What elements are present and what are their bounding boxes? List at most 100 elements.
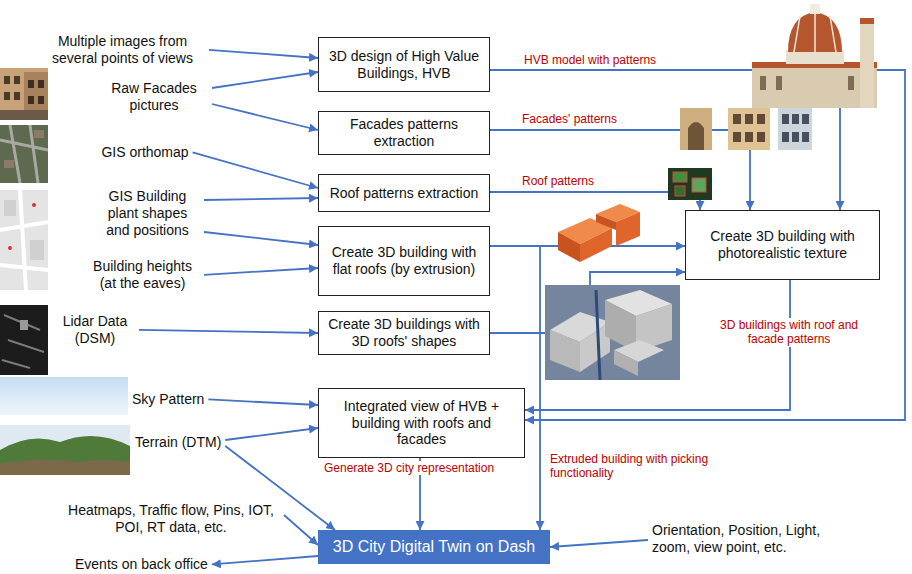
flow-arrow [204, 232, 318, 245]
facade-pattern-images-part [792, 132, 799, 142]
lidar-roofs-image-part [545, 285, 680, 380]
connector-label: Roof patterns [520, 174, 596, 188]
node-text: Create 3D building with photorealistic t… [694, 228, 871, 262]
process-box: 3D design of High Value Buildings, HVB [318, 37, 490, 92]
roof-pattern-image-part [673, 172, 687, 182]
flow-arrow [209, 50, 318, 58]
facade-photo-part [38, 96, 44, 104]
cathedral-model-part [860, 18, 874, 24]
facade-pattern-images-part [688, 122, 704, 150]
node-text: Integrated view of HVB + building with r… [327, 398, 516, 448]
terrain-thumbnail-part [0, 425, 130, 475]
flow-arrow [225, 428, 318, 440]
input-label: Lidar Data (DSM) [55, 313, 135, 347]
flow-arrow [490, 70, 905, 420]
node-text: Terrain (DTM) [135, 434, 221, 451]
facade-pattern-images-part [733, 114, 741, 124]
flow-arrow [550, 540, 648, 547]
input-label: GIS Building plant shapes and positions [95, 188, 200, 239]
cathedral-model-part [848, 76, 854, 90]
facade-photo [0, 68, 48, 120]
output-box: 3D City Digital Twin on Dash [318, 530, 550, 564]
facade-photo-part [0, 68, 48, 120]
node-text: 3D City Digital Twin on Dash [333, 537, 535, 556]
facade-pattern-images-part [782, 132, 789, 142]
building-map-thumbnail-part [0, 190, 48, 290]
facade-photo-part [28, 96, 34, 104]
node-text: Roof patterns extraction [330, 185, 479, 202]
terrain-thumbnail [0, 425, 130, 475]
facade-pattern-images-part [733, 132, 741, 142]
cathedral-model-part [776, 76, 782, 90]
input-label: Terrain (DTM) [135, 433, 235, 451]
roof-pattern-image-part [668, 168, 712, 200]
flow-arrow [284, 515, 318, 545]
connector-label: Facades' patterns [520, 112, 619, 126]
facade-photo-part [38, 80, 44, 88]
node-text: Sky Pattern [132, 391, 204, 408]
connector-label: Extruded building with picking functiona… [548, 452, 737, 481]
sky-pattern-thumbnail-part [0, 377, 128, 415]
lidar-thumbnail-part [0, 305, 48, 375]
connector-label: Generate 3D city representation [322, 461, 496, 475]
cathedral-model-part [810, 4, 820, 14]
roof-pattern-image-part [675, 186, 685, 196]
building-map-thumbnail-part [4, 200, 16, 216]
facade-pattern-images-part [802, 132, 809, 142]
cathedral-model-part [752, 62, 877, 108]
node-text: Events on back office [75, 556, 208, 573]
extruded-buildings-image-part [580, 228, 612, 262]
flow-arrow [212, 72, 318, 88]
facade-pattern-images-part [782, 114, 789, 124]
facade-photo-part [14, 92, 20, 100]
cathedral-model-part [788, 12, 842, 52]
node-text: Raw Facades pictures [100, 80, 208, 114]
flow-arrow [204, 268, 318, 275]
process-box: Create 3D building with photorealistic t… [685, 210, 880, 280]
lidar-roofs-image-part [614, 350, 638, 376]
process-box: Facades patterns extraction [318, 111, 490, 155]
extruded-buildings-image-part [596, 214, 616, 230]
flow-arrow [212, 104, 318, 130]
cathedral-model [752, 4, 877, 108]
facade-pattern-images-part [757, 114, 765, 124]
cathedral-model-part [794, 12, 836, 52]
cathedral-model-part [860, 22, 874, 108]
facade-photo-part [4, 76, 10, 84]
process-box: Roof patterns extraction [318, 174, 490, 212]
lidar-roofs-image-part [550, 330, 580, 372]
facade-pattern-images-part [792, 114, 799, 124]
orthomap-thumbnail [0, 125, 48, 183]
building-map-thumbnail-part [32, 203, 36, 207]
facade-pattern-images-part [728, 108, 770, 150]
terrain-thumbnail-part [0, 436, 130, 475]
node-text: Create 3D buildings with 3D roofs' shape… [327, 316, 481, 350]
sky-pattern-thumbnail [0, 377, 128, 415]
input-label: Heatmaps, Traffic flow, Pins, IOT, POI, … [62, 502, 280, 536]
connector-label: 3D buildings with roof and facade patter… [712, 318, 866, 347]
node-text: Multiple images from several points of v… [40, 33, 205, 67]
flow-arrow [139, 330, 318, 333]
facade-photo-part [0, 110, 48, 120]
input-label: Events on back office [75, 555, 235, 573]
node-text: GIS Building plant shapes and positions [95, 188, 200, 238]
facade-photo-part [28, 80, 34, 88]
building-map-thumbnail-part [8, 246, 12, 250]
facade-pattern-images-part [757, 132, 765, 142]
roof-pattern-image [668, 168, 712, 200]
building-map-thumbnail-part [0, 190, 48, 290]
input-label: Sky Pattern [132, 390, 212, 408]
extruded-buildings-image-part [616, 212, 640, 246]
lidar-roofs-image [545, 285, 680, 380]
orthomap-thumbnail-part [34, 130, 44, 138]
node-text: Heatmaps, Traffic flow, Pins, IOT, POI, … [62, 502, 280, 536]
cathedral-model-part [760, 76, 766, 90]
lidar-roofs-image-part [596, 290, 600, 380]
terrain-thumbnail-part [0, 459, 130, 475]
input-label: Multiple images from several points of v… [40, 33, 205, 67]
orthomap-thumbnail-part [0, 125, 48, 183]
building-map-thumbnail-part [30, 240, 44, 260]
flow-arrow [204, 198, 318, 200]
facade-photo-part [14, 76, 20, 84]
